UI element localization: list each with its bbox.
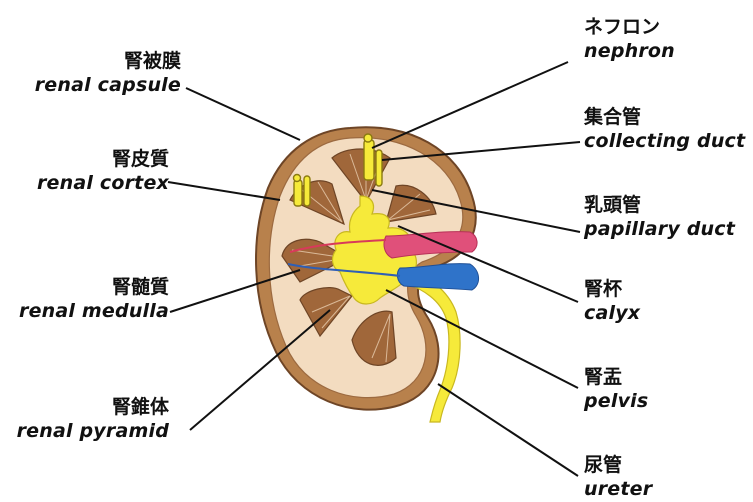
- renal-vein-shape: [397, 264, 478, 290]
- label-renal-medulla-jp: 腎髄質: [19, 278, 169, 297]
- leader-nephron: [372, 62, 568, 148]
- leader-ureter: [438, 384, 578, 476]
- label-renal-pyramid: 腎錐体 renal pyramid: [17, 398, 169, 441]
- label-papillary-duct-en: papillary duct: [584, 220, 735, 239]
- label-renal-cortex-en: renal cortex: [37, 174, 169, 193]
- label-collecting-duct-en: collecting duct: [584, 132, 745, 151]
- label-renal-medulla-en: renal medulla: [19, 302, 169, 321]
- label-pelvis-jp: 腎盂: [584, 368, 648, 387]
- label-ureter: 尿管 ureter: [584, 456, 652, 499]
- label-renal-cortex-jp: 腎皮質: [37, 150, 169, 169]
- label-renal-capsule-en: renal capsule: [35, 76, 181, 95]
- label-calyx: 腎杯 calyx: [584, 280, 640, 323]
- label-renal-medulla: 腎髄質 renal medulla: [19, 278, 169, 321]
- label-renal-pyramid-en: renal pyramid: [17, 422, 169, 441]
- label-nephron: ネフロン nephron: [584, 18, 675, 61]
- label-collecting-duct-jp: 集合管: [584, 108, 745, 127]
- label-calyx-jp: 腎杯: [584, 280, 640, 299]
- label-papillary-duct-jp: 乳頭管: [584, 196, 735, 215]
- label-calyx-en: calyx: [584, 304, 640, 323]
- label-renal-capsule: 腎被膜 renal capsule: [35, 52, 181, 95]
- label-renal-pyramid-jp: 腎錐体: [17, 398, 169, 417]
- label-renal-cortex: 腎皮質 renal cortex: [37, 150, 169, 193]
- label-pelvis-en: pelvis: [584, 392, 648, 411]
- label-renal-capsule-jp: 腎被膜: [35, 52, 181, 71]
- label-nephron-en: nephron: [584, 42, 675, 61]
- label-nephron-jp: ネフロン: [584, 18, 675, 37]
- label-pelvis: 腎盂 pelvis: [584, 368, 648, 411]
- label-ureter-en: ureter: [584, 480, 652, 499]
- leader-renal-cortex: [168, 182, 280, 200]
- leader-renal-capsule: [186, 88, 300, 140]
- label-ureter-jp: 尿管: [584, 456, 652, 475]
- label-papillary-duct: 乳頭管 papillary duct: [584, 196, 735, 239]
- label-collecting-duct: 集合管 collecting duct: [584, 108, 745, 151]
